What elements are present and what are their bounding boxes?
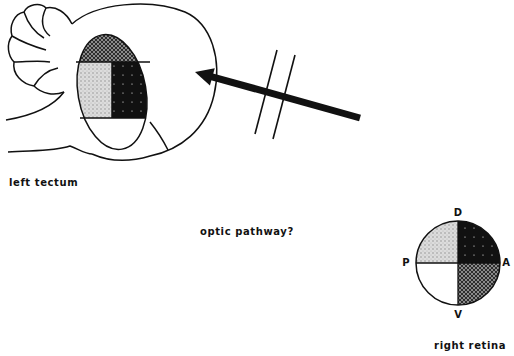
- cerebellum-outline: [8, 5, 72, 94]
- pathway-arrow: [195, 68, 360, 118]
- tectum-oval: [68, 29, 155, 155]
- tectum-divider: [76, 62, 150, 118]
- cerebellum-fold: [12, 8, 58, 86]
- diagram-node: right retina: [360, 112, 510, 354]
- orientation-letter: D: [454, 207, 462, 218]
- node-label: left tectum: [9, 177, 78, 188]
- tectum-white: [70, 118, 160, 168]
- orientation-letter: A: [502, 257, 510, 268]
- tectum-hatched: [70, 20, 160, 62]
- node-label: right retina: [434, 340, 506, 351]
- cerebrum-line: [150, 122, 168, 150]
- diagram-node: left tectum: [5, 0, 195, 192]
- arrowhead: [195, 68, 215, 85]
- orientation-letter: V: [454, 309, 462, 320]
- pathway-line: [208, 76, 360, 118]
- tectum-outline: [68, 29, 155, 155]
- orientation-letter: P: [402, 257, 409, 268]
- retina-outline: [416, 221, 500, 305]
- retina-map: [416, 221, 500, 305]
- edge-label: optic pathway?: [200, 226, 294, 237]
- retina-divider: [416, 221, 500, 305]
- tectum-black: [112, 62, 160, 118]
- tectum-stippled: [70, 62, 112, 118]
